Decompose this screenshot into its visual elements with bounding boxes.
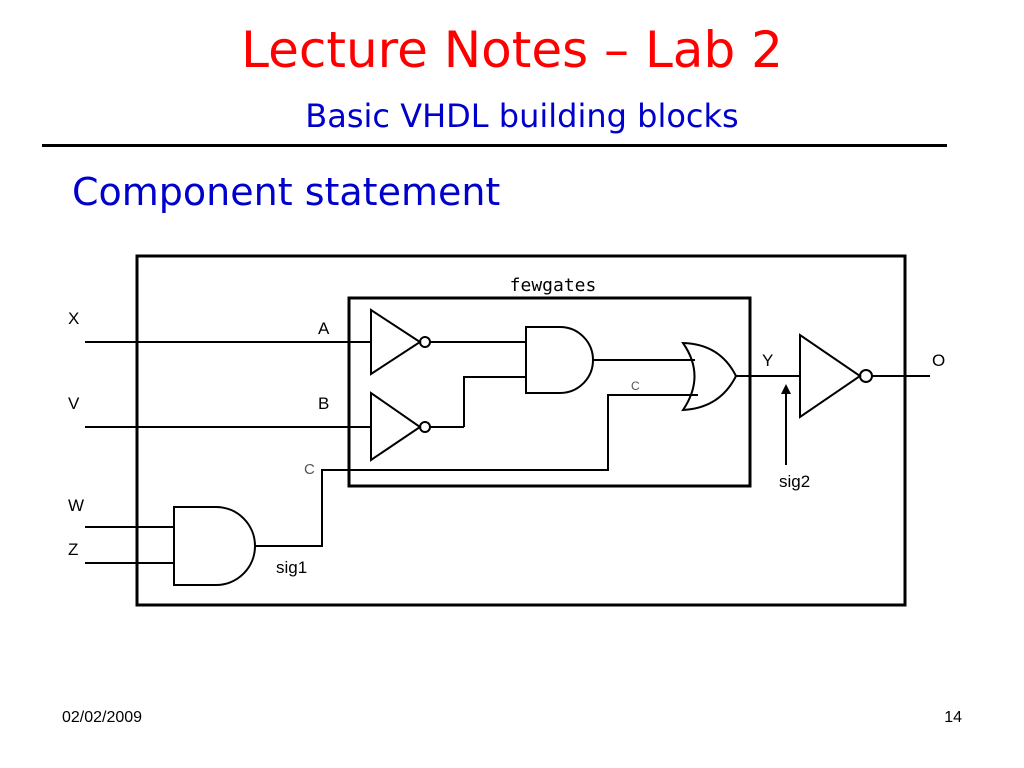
label-sig2: sig2 bbox=[779, 472, 810, 491]
sig2-arrowhead bbox=[781, 384, 791, 394]
label-v: V bbox=[68, 394, 80, 413]
inverter-b bbox=[349, 376, 526, 462]
or-gate bbox=[681, 341, 738, 412]
label-c-outer: C bbox=[304, 461, 315, 478]
wire-sig1 bbox=[255, 469, 349, 547]
label-sig1: sig1 bbox=[276, 558, 307, 577]
outer-entity-box bbox=[135, 254, 907, 607]
fewgates-component-box bbox=[347, 296, 752, 488]
label-y: Y bbox=[762, 351, 773, 370]
label-x: X bbox=[68, 309, 79, 328]
label-b: B bbox=[318, 394, 329, 413]
label-z: Z bbox=[68, 540, 78, 559]
footer-date: 02/02/2009 bbox=[62, 709, 143, 726]
label-w: W bbox=[68, 496, 84, 515]
slide-subtitle: Basic VHDL building blocks bbox=[305, 97, 739, 135]
and-gate-inner bbox=[525, 326, 594, 394]
fewgates-label: fewgates bbox=[510, 275, 597, 296]
title-divider bbox=[42, 144, 947, 147]
wire-c-inner bbox=[349, 394, 698, 471]
slide-title: Lecture Notes – Lab 2 bbox=[241, 21, 783, 79]
inverter-a bbox=[349, 308, 526, 376]
inverter-output bbox=[799, 333, 930, 419]
label-c-inner: C bbox=[631, 379, 640, 393]
label-a: A bbox=[318, 319, 330, 338]
section-heading: Component statement bbox=[72, 170, 501, 214]
and-gate-outer bbox=[173, 506, 256, 586]
label-o: O bbox=[932, 351, 945, 370]
footer-page-number: 14 bbox=[944, 709, 962, 726]
